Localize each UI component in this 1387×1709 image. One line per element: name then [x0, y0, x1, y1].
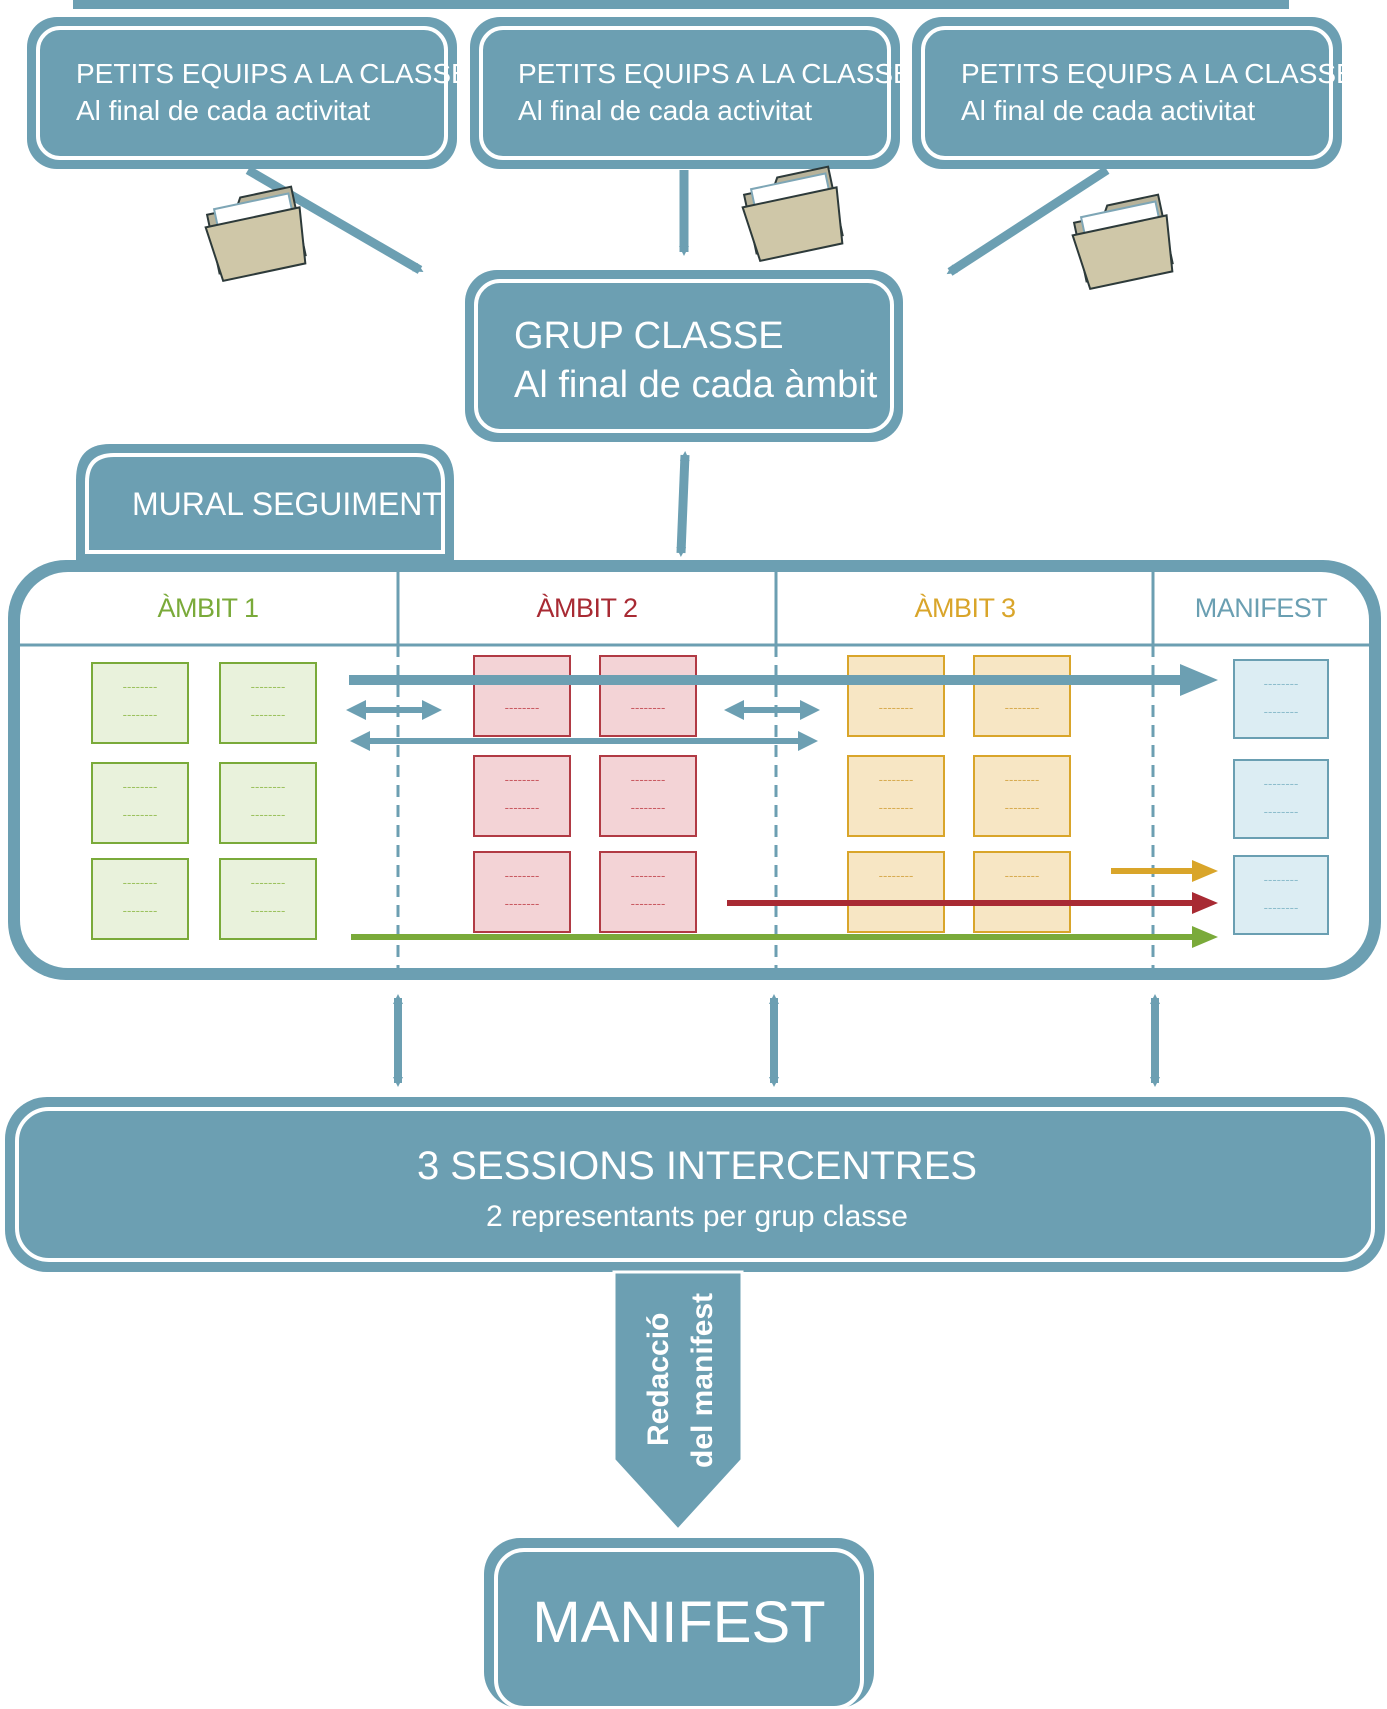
svg-text:--------: -------- [123, 707, 158, 722]
svg-text:--------: -------- [1005, 772, 1040, 787]
folder-icon [1071, 193, 1174, 291]
top-box-title: PETITS EQUIPS A LA CLASSE [76, 58, 470, 89]
svg-text:--------: -------- [1005, 800, 1040, 815]
note-card: -------- -------- [473, 755, 571, 837]
svg-text:--------: -------- [631, 896, 666, 911]
svg-text:--------: -------- [505, 896, 540, 911]
sessions-double-arrows [393, 994, 1160, 1087]
svg-text:--------: -------- [1264, 872, 1299, 887]
note-card: -------- -------- [1233, 759, 1329, 839]
svg-text:--------: -------- [123, 903, 158, 918]
note-card: -------- -------- [219, 858, 317, 940]
top-box-title: PETITS EQUIPS A LA CLASSE [518, 58, 912, 89]
svg-text:--------: -------- [251, 679, 286, 694]
top-box-1: PETITS EQUIPS A LA CLASSE Al final de ca… [27, 17, 470, 169]
svg-text:--------: -------- [1264, 900, 1299, 915]
note-card: -------- -------- [473, 851, 571, 933]
svg-text:--------: -------- [631, 800, 666, 815]
top-box-subtitle: Al final de cada activitat [76, 95, 370, 126]
note-card: -------- -------- [91, 858, 189, 940]
note-card: -------- -------- [599, 755, 697, 837]
double-arrow [676, 451, 690, 557]
top-bar [73, 0, 1289, 9]
svg-text:--------: -------- [251, 875, 286, 890]
svg-text:--------: -------- [879, 772, 914, 787]
notes-ambit-2: -------- -------- -------- -------- ----… [473, 655, 697, 933]
note-card: -------- -------- [219, 762, 317, 844]
top-box-2: PETITS EQUIPS A LA CLASSE Al final de ca… [470, 17, 912, 169]
note-card: -------- -------- [847, 755, 945, 837]
mural-label: MURAL SEGUIMENT [132, 486, 442, 522]
grup-classe-title: GRUP CLASSE [514, 315, 784, 357]
svg-text:--------: -------- [251, 779, 286, 794]
top-box-3: PETITS EQUIPS A LA CLASSE Al final de ca… [912, 17, 1355, 169]
column-header-manifest: MANIFEST [1195, 593, 1328, 623]
manifest-label: MANIFEST [532, 1590, 825, 1655]
redaccio-line1: Redacció [642, 1313, 675, 1446]
svg-text:--------: -------- [631, 868, 666, 883]
svg-text:--------: -------- [123, 807, 158, 822]
sessions-box: 3 SESSIONS INTERCENTRES 2 representants … [5, 1097, 1385, 1272]
svg-text:--------: -------- [1264, 676, 1299, 691]
notes-manifest: -------- -------- -------- -------- ----… [1233, 659, 1329, 935]
note-card: -------- -------- [91, 662, 189, 744]
grup-classe-box: GRUP CLASSE Al final de cada àmbit [465, 270, 903, 442]
grup-classe-subtitle: Al final de cada àmbit [514, 364, 878, 406]
sessions-subtitle: 2 representants per grup classe [486, 1200, 908, 1233]
note-card: -------- -------- [219, 662, 317, 744]
column-header-ambit-2: ÀMBIT 2 [536, 593, 637, 623]
manifest-box: MANIFEST [484, 1538, 874, 1709]
svg-text:--------: -------- [123, 779, 158, 794]
top-box-subtitle: Al final de cada activitat [961, 95, 1255, 126]
column-header-ambit-3: ÀMBIT 3 [914, 593, 1015, 623]
note-card: -------- -------- [1233, 855, 1329, 935]
arrowhead [1180, 664, 1218, 696]
redaccio-line2: del manifest [686, 1293, 719, 1468]
svg-text:--------: -------- [123, 875, 158, 890]
svg-text:--------: -------- [251, 903, 286, 918]
mural-seguiment-tab: MURAL SEGUIMENT [76, 444, 454, 560]
svg-text:--------: -------- [123, 679, 158, 694]
svg-text:--------: -------- [505, 868, 540, 883]
mural-arrows [346, 664, 1218, 948]
column-header-ambit-1: ÀMBIT 1 [157, 593, 258, 623]
folder-icon [741, 165, 844, 263]
note-card: -------- [973, 655, 1071, 737]
note-card: -------- [847, 655, 945, 737]
svg-text:--------: -------- [505, 700, 540, 715]
svg-text:--------: -------- [631, 772, 666, 787]
svg-text:--------: -------- [1264, 704, 1299, 719]
redaccio-arrow: Redacció del manifest [612, 1270, 744, 1533]
note-card: -------- [599, 655, 697, 737]
note-card: -------- -------- [1233, 659, 1329, 739]
svg-text:--------: -------- [1264, 804, 1299, 819]
note-card: -------- -------- [973, 851, 1071, 933]
svg-text:--------: -------- [631, 700, 666, 715]
folder-icon [204, 185, 307, 283]
note-card: -------- -------- [91, 762, 189, 844]
top-arrows [245, 166, 1110, 276]
svg-text:--------: -------- [505, 772, 540, 787]
svg-text:--------: -------- [251, 807, 286, 822]
note-card: -------- -------- [599, 851, 697, 933]
svg-text:--------: -------- [1264, 776, 1299, 791]
svg-text:--------: -------- [879, 868, 914, 883]
top-box-title: PETITS EQUIPS A LA CLASSE [961, 58, 1355, 89]
svg-text:--------: -------- [251, 707, 286, 722]
note-card: -------- -------- [973, 755, 1071, 837]
notes-ambit-1: -------- -------- -------- -------- ----… [91, 662, 317, 940]
note-card: -------- [473, 655, 571, 737]
top-box-subtitle: Al final de cada activitat [518, 95, 812, 126]
svg-text:--------: -------- [1005, 700, 1040, 715]
svg-text:--------: -------- [1005, 868, 1040, 883]
notes-ambit-3: -------- -------- -------- -------- ----… [847, 655, 1071, 933]
svg-text:--------: -------- [505, 800, 540, 815]
svg-text:--------: -------- [879, 800, 914, 815]
sessions-title: 3 SESSIONS INTERCENTRES [417, 1144, 977, 1188]
note-card: -------- -------- [847, 851, 945, 933]
svg-text:--------: -------- [879, 700, 914, 715]
